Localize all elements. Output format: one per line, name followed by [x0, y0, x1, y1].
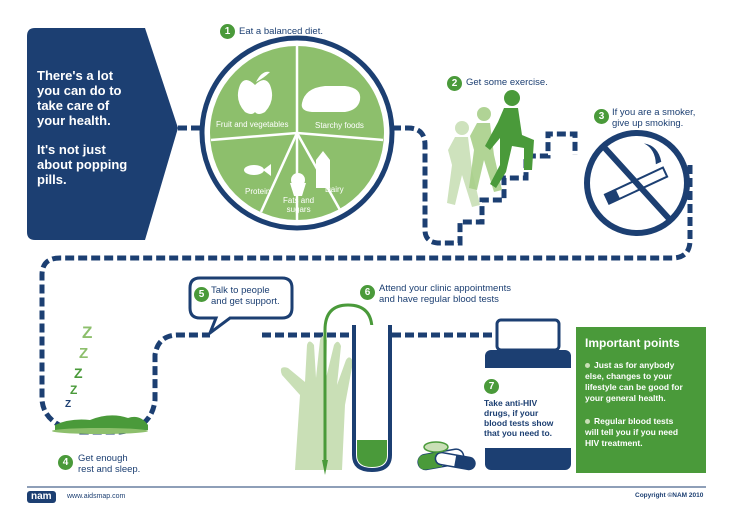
speech-bubble — [188, 276, 294, 338]
important-points-box — [576, 327, 706, 473]
intro-line: It's not just — [37, 142, 106, 157]
sleep-z-icon: Z — [82, 323, 93, 342]
intro-line: pills. — [37, 172, 67, 187]
step-3-number: 3 — [594, 109, 609, 124]
step-7-line: drugs, if your — [484, 408, 539, 418]
pill-bottle — [478, 318, 578, 470]
important-point-line: else, changes to your — [585, 371, 672, 381]
step-7-text: Take anti-HIV drugs, if your blood tests… — [484, 398, 553, 438]
important-point-line: Just as for anybody — [594, 360, 675, 370]
step-1-text: Eat a balanced diet. — [239, 26, 323, 37]
needle-tip — [322, 460, 328, 475]
footer-url[interactable]: www.aidsmap.com — [67, 493, 126, 500]
sleep-z-icon: Z — [70, 383, 78, 397]
step-7-line: blood tests show — [484, 418, 554, 428]
step-1-number: 1 — [220, 24, 235, 39]
milk-carton-icon — [316, 151, 330, 188]
step-4-number: 4 — [58, 455, 73, 470]
intro-line: take care of — [37, 98, 110, 113]
intro-text: There's a lot you can do to take care of… — [37, 68, 127, 187]
step-7-line: Take anti-HIV — [484, 398, 538, 408]
step-4-text: Get enough rest and sleep. — [78, 453, 140, 475]
step-5-number: 5 — [194, 287, 209, 302]
sleeping-person-icon — [52, 415, 148, 434]
step-6-line: and have regular blood tests — [379, 294, 499, 305]
step-7-line: that you need to. — [484, 428, 552, 438]
important-point-1: Just as for anybody else, changes to you… — [585, 360, 683, 404]
step-6-line: Attend your clinic appointments — [379, 283, 512, 294]
test-tube — [352, 325, 392, 473]
step-2-number: 2 — [447, 76, 462, 91]
step-3-line: give up smoking. — [612, 118, 684, 129]
runner-icon — [447, 90, 534, 207]
intro-line: about popping — [37, 157, 128, 172]
sleep-z-icon: Z — [65, 399, 72, 410]
important-point-line: Regular blood tests — [594, 416, 674, 426]
intro-line: your health. — [37, 113, 111, 128]
plate-label-fruit: Fruit and vegetables — [216, 120, 289, 129]
important-point-2: Regular blood tests will tell you if you… — [585, 416, 678, 449]
important-point-line: lifestyle can be good for — [585, 382, 683, 392]
no-smoking-icon — [584, 130, 690, 236]
sleep-z-icon: Z — [79, 345, 89, 362]
important-point-line: HIV treatment. — [585, 438, 643, 448]
plate-label-fats: Fats and sugars — [283, 196, 314, 214]
fish-icon — [244, 164, 271, 176]
plate-label-fats-line: sugars — [286, 205, 311, 214]
step-5-line: Talk to people — [211, 285, 270, 296]
important-point-line: your general health. — [585, 393, 666, 403]
plate-label-fats-line: Fats and — [283, 196, 315, 205]
intro-box — [27, 28, 178, 240]
step-4-line: Get enough — [78, 453, 128, 464]
apple-icon — [237, 71, 273, 114]
dashed-path — [39, 125, 693, 435]
footer-copyright: Copyright ©NAM 2010 — [635, 492, 704, 499]
needle-tube — [323, 303, 377, 460]
pills — [417, 441, 476, 471]
step-4-line: rest and sleep. — [78, 464, 141, 475]
bullet-icon — [585, 363, 590, 368]
important-point-line: will tell you if you need — [585, 427, 679, 437]
step-6-text: Attend your clinic appointments and have… — [379, 283, 511, 305]
plate-label-protein: Protein — [245, 187, 271, 196]
nam-logo: nam — [27, 491, 56, 503]
step-5-line: and get support. — [211, 296, 280, 307]
intro-line: you can do to — [37, 83, 122, 98]
step-2-text: Get some exercise. — [466, 77, 548, 88]
sleep-z-icon: Z — [74, 365, 83, 381]
bread-icon — [301, 86, 361, 112]
food-plate — [199, 35, 395, 231]
step-7-number: 7 — [484, 379, 499, 394]
plate-label-dairy: Dairy — [325, 185, 344, 194]
plate-label-starchy: Starchy foods — [315, 121, 364, 130]
hand-icon — [280, 336, 353, 470]
step-3-line: If you are a smoker, — [612, 107, 696, 118]
intro-line: There's a lot — [37, 68, 114, 83]
bullet-icon — [585, 419, 590, 424]
step-5-text: Talk to people and get support. — [211, 285, 280, 307]
step-3-text: If you are a smoker, give up smoking. — [612, 107, 695, 129]
important-title: Important points — [585, 336, 680, 350]
cupcake-icon — [290, 173, 306, 196]
step-6-number: 6 — [360, 285, 375, 300]
